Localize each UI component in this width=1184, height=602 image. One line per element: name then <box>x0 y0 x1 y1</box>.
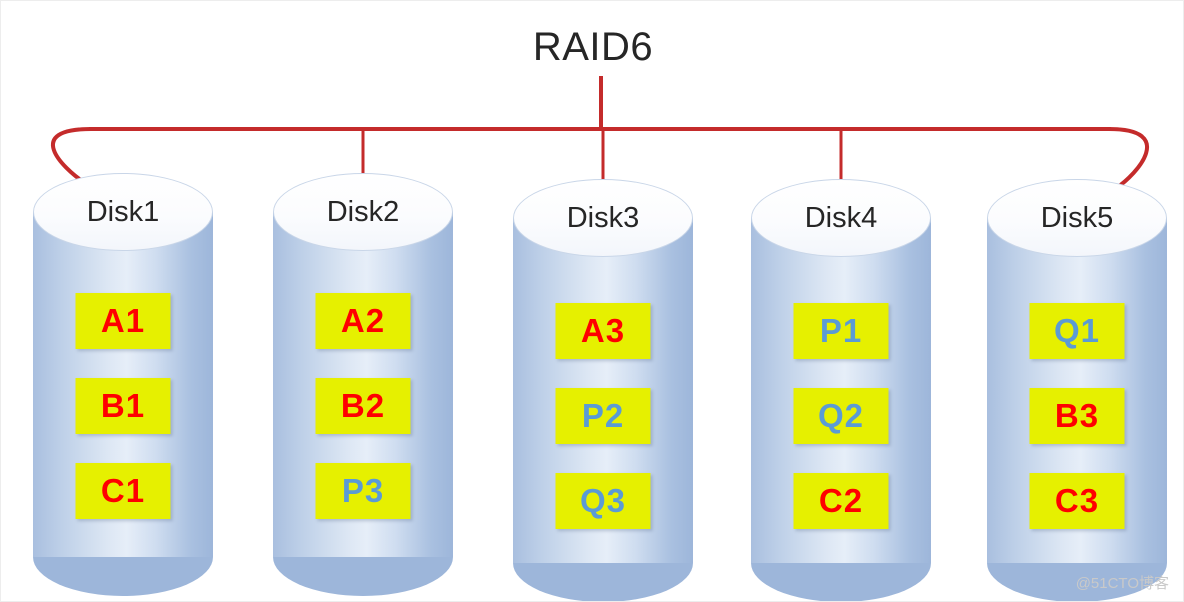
stripe-block[interactable]: B2 <box>315 378 411 434</box>
disk-label: Disk2 <box>326 195 400 228</box>
watermark: @51CTO博客 <box>1075 575 1169 592</box>
stripe-block[interactable]: P2 <box>555 388 651 444</box>
disk-label: Disk1 <box>86 195 160 228</box>
disk-label: Disk5 <box>1040 201 1114 234</box>
cylinder-top <box>987 179 1167 257</box>
stripe-block[interactable]: Q1 <box>1029 303 1125 359</box>
stripe-block[interactable]: A3 <box>555 303 651 359</box>
disk-label: Disk4 <box>804 201 878 234</box>
stripe-block[interactable]: C2 <box>793 473 889 529</box>
stripe-block[interactable]: C3 <box>1029 473 1125 529</box>
stripe-block[interactable]: P1 <box>793 303 889 359</box>
stripe-block[interactable]: Q2 <box>793 388 889 444</box>
disk-label: Disk3 <box>566 201 640 234</box>
stripe-block[interactable]: A1 <box>75 293 171 349</box>
stripe-block[interactable]: P3 <box>315 463 411 519</box>
stripe-block[interactable]: B1 <box>75 378 171 434</box>
page-title: RAID6 <box>532 25 654 69</box>
cylinder-top <box>273 173 453 251</box>
cylinder-top <box>513 179 693 257</box>
stripe-block[interactable]: A2 <box>315 293 411 349</box>
stripe-block[interactable]: B3 <box>1029 388 1125 444</box>
stripe-block[interactable]: C1 <box>75 463 171 519</box>
cylinder-top <box>751 179 931 257</box>
cylinder-top <box>33 173 213 251</box>
stripe-block[interactable]: Q3 <box>555 473 651 529</box>
